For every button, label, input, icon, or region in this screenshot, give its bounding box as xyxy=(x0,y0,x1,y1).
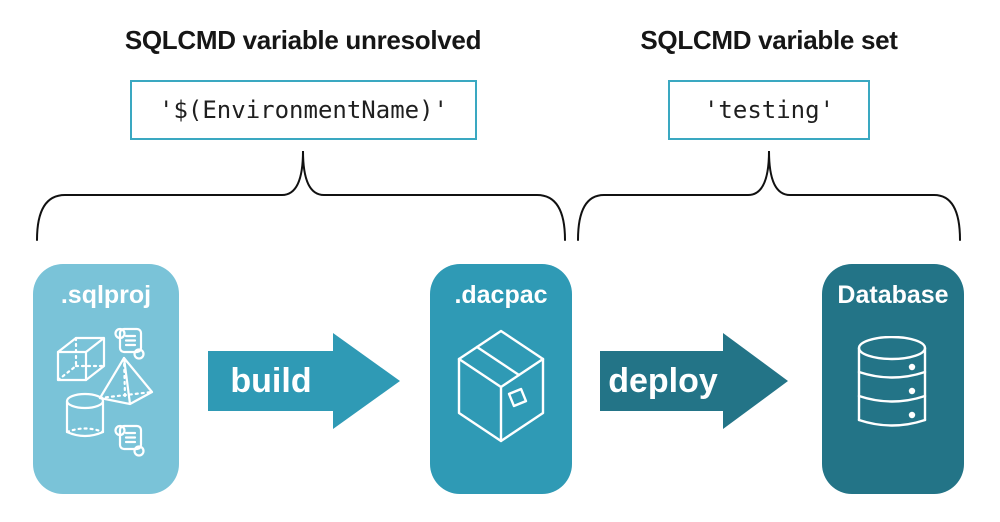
arrow-label: deploy xyxy=(608,361,718,400)
cylinder-icon xyxy=(65,392,105,438)
node-database: Database xyxy=(822,264,964,494)
package-icon xyxy=(457,329,545,443)
arrow-label: build xyxy=(230,361,312,400)
node-label: .sqlproj xyxy=(60,281,152,309)
node-dacpac: .dacpac xyxy=(430,264,572,494)
code-box-unresolved: '$(EnvironmentName)' xyxy=(130,80,477,140)
sqlcmd-variable-placeholder: '$(EnvironmentName)' xyxy=(159,96,448,124)
build-arrow: build xyxy=(205,330,405,432)
right-arrow-shape xyxy=(208,333,400,429)
deploy-arrow: deploy xyxy=(598,330,793,432)
script-scroll-icon xyxy=(114,424,145,457)
heading-sqlcmd-set: SQLCMD variable set xyxy=(640,25,898,55)
node-label: .dacpac xyxy=(454,281,548,309)
left-grouping-brace xyxy=(36,150,566,241)
right-grouping-brace xyxy=(577,150,961,241)
pyramid-icon xyxy=(98,356,154,406)
code-box-set: 'testing' xyxy=(668,80,870,140)
node-label: Database xyxy=(837,281,949,309)
sqlcmd-variable-value: 'testing' xyxy=(703,96,835,124)
cube-icon xyxy=(56,336,106,382)
right-arrow-shape xyxy=(600,333,788,429)
heading-sqlcmd-unresolved: SQLCMD variable unresolved xyxy=(124,25,482,55)
database-icon xyxy=(857,336,927,427)
script-scroll-icon xyxy=(114,327,145,360)
sqlproj-objects-art xyxy=(56,327,154,457)
node-sqlproj: .sqlproj xyxy=(33,264,179,494)
